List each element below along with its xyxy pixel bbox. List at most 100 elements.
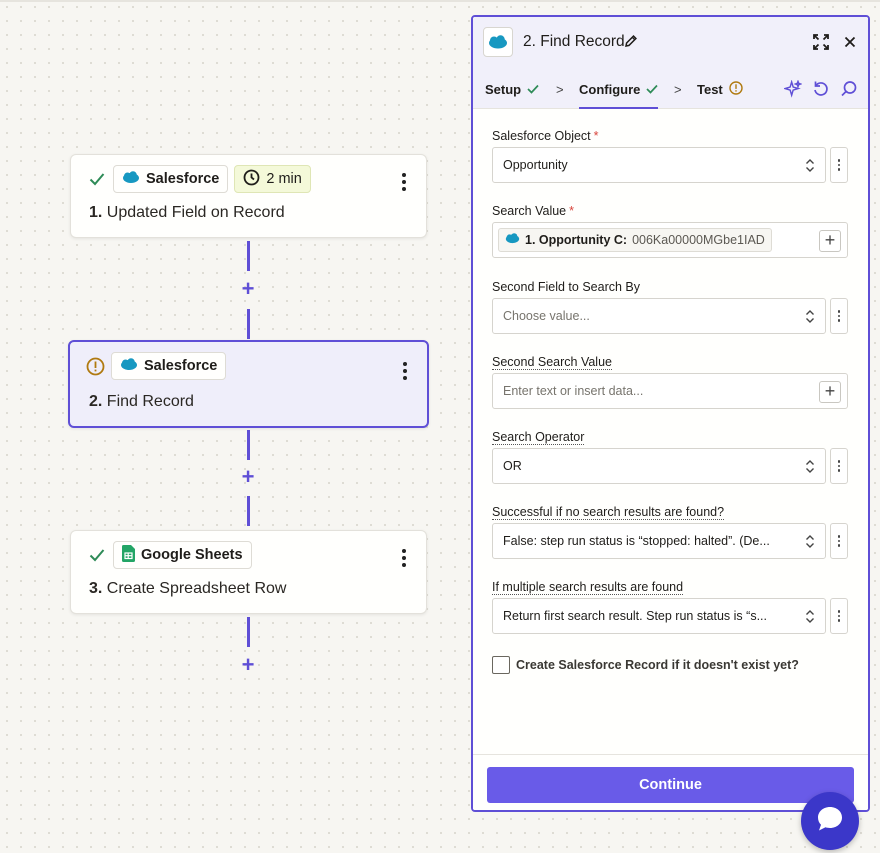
step-name: Create Spreadsheet Row <box>106 580 287 597</box>
salesforce-logo-icon <box>122 170 140 188</box>
sort-chevrons-icon <box>805 534 815 552</box>
chevron-right-icon: > <box>556 82 564 97</box>
clock-icon <box>243 169 260 190</box>
app-name: Salesforce <box>144 358 218 374</box>
select-placeholder: Choose value... <box>503 309 590 323</box>
field-label: Salesforce Object* <box>492 129 599 143</box>
warning-icon <box>729 80 743 98</box>
multiple-results-select[interactable]: Return first search result. Step run sta… <box>492 598 826 634</box>
tab-label: Configure <box>579 81 641 97</box>
second-search-value-input[interactable]: Enter text or insert data... + <box>492 373 848 409</box>
field-label: Search Operator <box>492 430 585 445</box>
step-title: 1. Updated Field on Record <box>89 204 285 222</box>
chevron-right-icon: > <box>674 82 682 97</box>
step-number: 3. <box>89 580 103 597</box>
tab-test[interactable]: Test <box>697 69 743 109</box>
duration-text: 2 min <box>266 171 302 187</box>
checkbox-label: Create Salesforce Record if it doesn't e… <box>516 658 799 672</box>
add-step-button[interactable]: + <box>241 464 255 489</box>
field-search-value: Search Value* 1. Opportunity C: 006Ka000… <box>492 202 849 258</box>
check-icon <box>527 82 539 97</box>
salesforce-logo-icon <box>483 27 513 57</box>
create-if-missing-row: Create Salesforce Record if it doesn't e… <box>492 656 799 674</box>
search-value-input[interactable]: 1. Opportunity C: 006Ka00000MGbe1IAD + <box>492 222 848 258</box>
sort-chevrons-icon <box>805 158 815 176</box>
input-placeholder: Enter text or insert data... <box>503 384 644 398</box>
field-options-button[interactable] <box>830 448 848 484</box>
warning-icon <box>85 354 105 378</box>
step-menu-button[interactable] <box>400 549 408 569</box>
check-icon <box>87 167 107 191</box>
check-icon <box>646 82 659 97</box>
search-operator-select[interactable]: OR <box>492 448 826 484</box>
step-name: Find Record <box>106 393 194 410</box>
field-label: Second Field to Search By <box>492 280 640 294</box>
field-label: Successful if no search results are foun… <box>492 505 725 520</box>
second-field-select[interactable]: Choose value... <box>492 298 826 334</box>
connector-line <box>247 309 250 339</box>
add-step-button[interactable]: + <box>241 652 255 677</box>
field-label: Second Search Value <box>492 355 612 370</box>
sort-chevrons-icon <box>805 609 815 627</box>
ai-sparkle-icon[interactable] <box>782 79 803 98</box>
step-title: 2. Find Record <box>89 393 194 411</box>
app-chip: Salesforce <box>111 352 227 380</box>
top-divider <box>0 0 880 2</box>
duration-badge: 2 min <box>234 165 311 193</box>
mapped-field-pill[interactable]: 1. Opportunity C: 006Ka00000MGbe1IAD <box>498 228 772 252</box>
pill-key: 1. Opportunity C: <box>525 233 628 247</box>
search-icon[interactable] <box>840 80 858 98</box>
chat-bubble-icon <box>815 804 845 839</box>
close-icon[interactable] <box>841 33 859 51</box>
select-value: Opportunity <box>503 158 568 172</box>
tab-setup[interactable]: Setup <box>485 69 539 109</box>
salesforce-object-select[interactable]: Opportunity <box>492 147 826 183</box>
step-number: 1. <box>89 204 103 221</box>
step-card-3[interactable]: Google Sheets 3. Create Spreadsheet Row <box>70 530 427 614</box>
step-menu-button[interactable] <box>401 362 409 382</box>
step-editor-panel: 2. Find Record Setup > Configure > Test <box>471 15 870 812</box>
panel-footer: Continue <box>473 754 868 810</box>
edit-title-icon[interactable] <box>624 34 638 53</box>
step-card-2[interactable]: Salesforce 2. Find Record <box>68 340 429 428</box>
field-second-search-value: Second Search Value Enter text or insert… <box>492 353 849 409</box>
chat-support-button[interactable] <box>801 792 859 850</box>
undo-icon[interactable] <box>812 80 830 98</box>
field-label: Search Value* <box>492 204 574 218</box>
field-salesforce-object: Salesforce Object* Opportunity <box>492 127 849 183</box>
sort-chevrons-icon <box>805 459 815 477</box>
field-options-button[interactable] <box>830 523 848 559</box>
select-value: Return first search result. Step run sta… <box>503 609 767 623</box>
check-icon <box>87 543 107 567</box>
continue-button[interactable]: Continue <box>487 767 854 803</box>
select-value: OR <box>503 459 522 473</box>
insert-data-button[interactable]: + <box>819 381 841 403</box>
step-title: 3. Create Spreadsheet Row <box>89 580 286 598</box>
insert-data-button[interactable]: + <box>819 230 841 252</box>
app-chip: Salesforce <box>113 165 229 193</box>
success-if-none-select[interactable]: False: step run status is “stopped: halt… <box>492 523 826 559</box>
add-step-button[interactable]: + <box>241 276 255 301</box>
app-name: Salesforce <box>146 171 220 187</box>
step-card-1[interactable]: Salesforce 2 min 1. Updated Field on Rec… <box>70 154 427 238</box>
tab-configure[interactable]: Configure <box>579 69 659 109</box>
select-value: False: step run status is “stopped: halt… <box>503 534 770 548</box>
step-menu-button[interactable] <box>400 173 408 193</box>
connector-line <box>247 241 250 271</box>
salesforce-logo-icon <box>120 357 138 375</box>
field-options-button[interactable] <box>830 147 848 183</box>
sort-chevrons-icon <box>805 309 815 327</box>
field-search-operator: Search Operator OR <box>492 428 849 484</box>
field-options-button[interactable] <box>830 298 848 334</box>
tab-label: Setup <box>485 81 522 97</box>
salesforce-logo-icon <box>505 233 520 247</box>
pill-value: 006Ka00000MGbe1IAD <box>632 233 765 247</box>
expand-icon[interactable] <box>812 33 830 51</box>
create-if-missing-checkbox[interactable] <box>492 656 510 674</box>
step-number: 2. <box>89 393 103 410</box>
panel-title: 2. Find Record <box>523 33 625 50</box>
connector-line <box>247 496 250 526</box>
field-options-button[interactable] <box>830 598 848 634</box>
field-multiple-results: If multiple search results are found Ret… <box>492 578 849 634</box>
step-name: Updated Field on Record <box>106 204 285 221</box>
